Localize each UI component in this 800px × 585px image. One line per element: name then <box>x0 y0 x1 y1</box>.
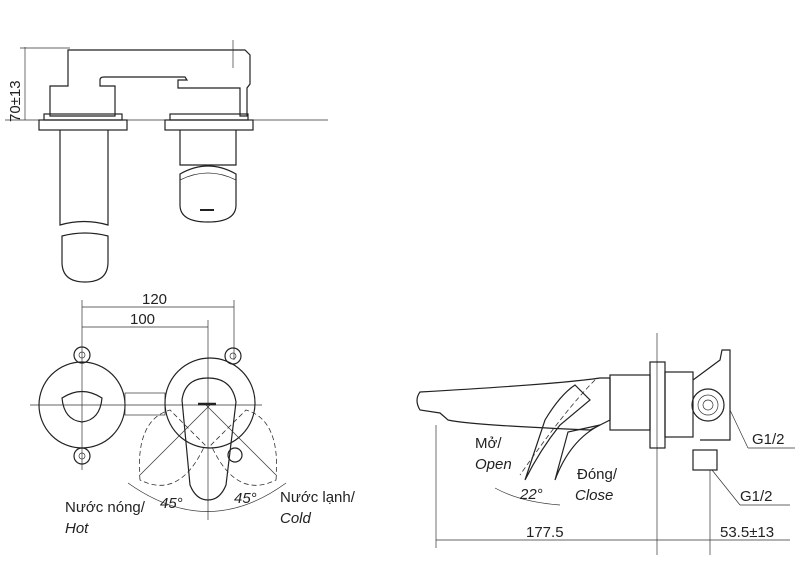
lever-side <box>524 384 591 481</box>
rotation-arc <box>127 482 287 512</box>
wall-flange <box>649 361 666 449</box>
hot-label-en: Hot <box>65 520 89 537</box>
dimension-100-label: 100 <box>130 311 155 328</box>
hot-angle-label: 45° <box>160 495 183 512</box>
thread-label-1: G1/2 <box>752 431 785 448</box>
cold-label-vi: Nước lạnh/ <box>280 489 356 506</box>
thread-label-2: G1/2 <box>740 488 773 505</box>
cold-angle-label: 45° <box>234 490 257 507</box>
top-view: 70±13 <box>5 40 328 283</box>
front-view: 120 100 45° 45° Nước nóng/ Hot Nước lạnh… <box>30 291 356 537</box>
faucet-top-body <box>49 49 251 117</box>
mounting-bracket <box>692 349 731 441</box>
depth-dimension-label: 53.5±13 <box>720 524 774 541</box>
close-label-en: Close <box>575 487 613 504</box>
cartridge <box>179 130 237 166</box>
left-flange <box>38 119 128 131</box>
lever-handle <box>181 377 237 501</box>
right-flange <box>164 119 254 131</box>
spout <box>416 377 611 431</box>
inlet-fitting <box>691 388 725 422</box>
side-view: G1/2 G1/2 22° Mở/ Open Đóng/ Close 177.5… <box>416 333 795 555</box>
hot-label-vi: Nước nóng/ <box>65 499 146 516</box>
close-label-vi: Đóng/ <box>577 466 618 483</box>
spout-dimension-label: 177.5 <box>526 524 564 541</box>
mixer-body <box>164 357 256 449</box>
open-label-vi: Mở/ <box>475 435 502 452</box>
lever-cap <box>179 165 237 223</box>
cold-label-en: Cold <box>280 510 312 527</box>
open-angle-label: 22° <box>519 486 543 503</box>
height-dimension-label: 70±13 <box>7 80 24 122</box>
spout-pipe <box>59 130 109 226</box>
open-label-en: Open <box>475 456 512 473</box>
dimension-120-label: 120 <box>142 291 167 308</box>
